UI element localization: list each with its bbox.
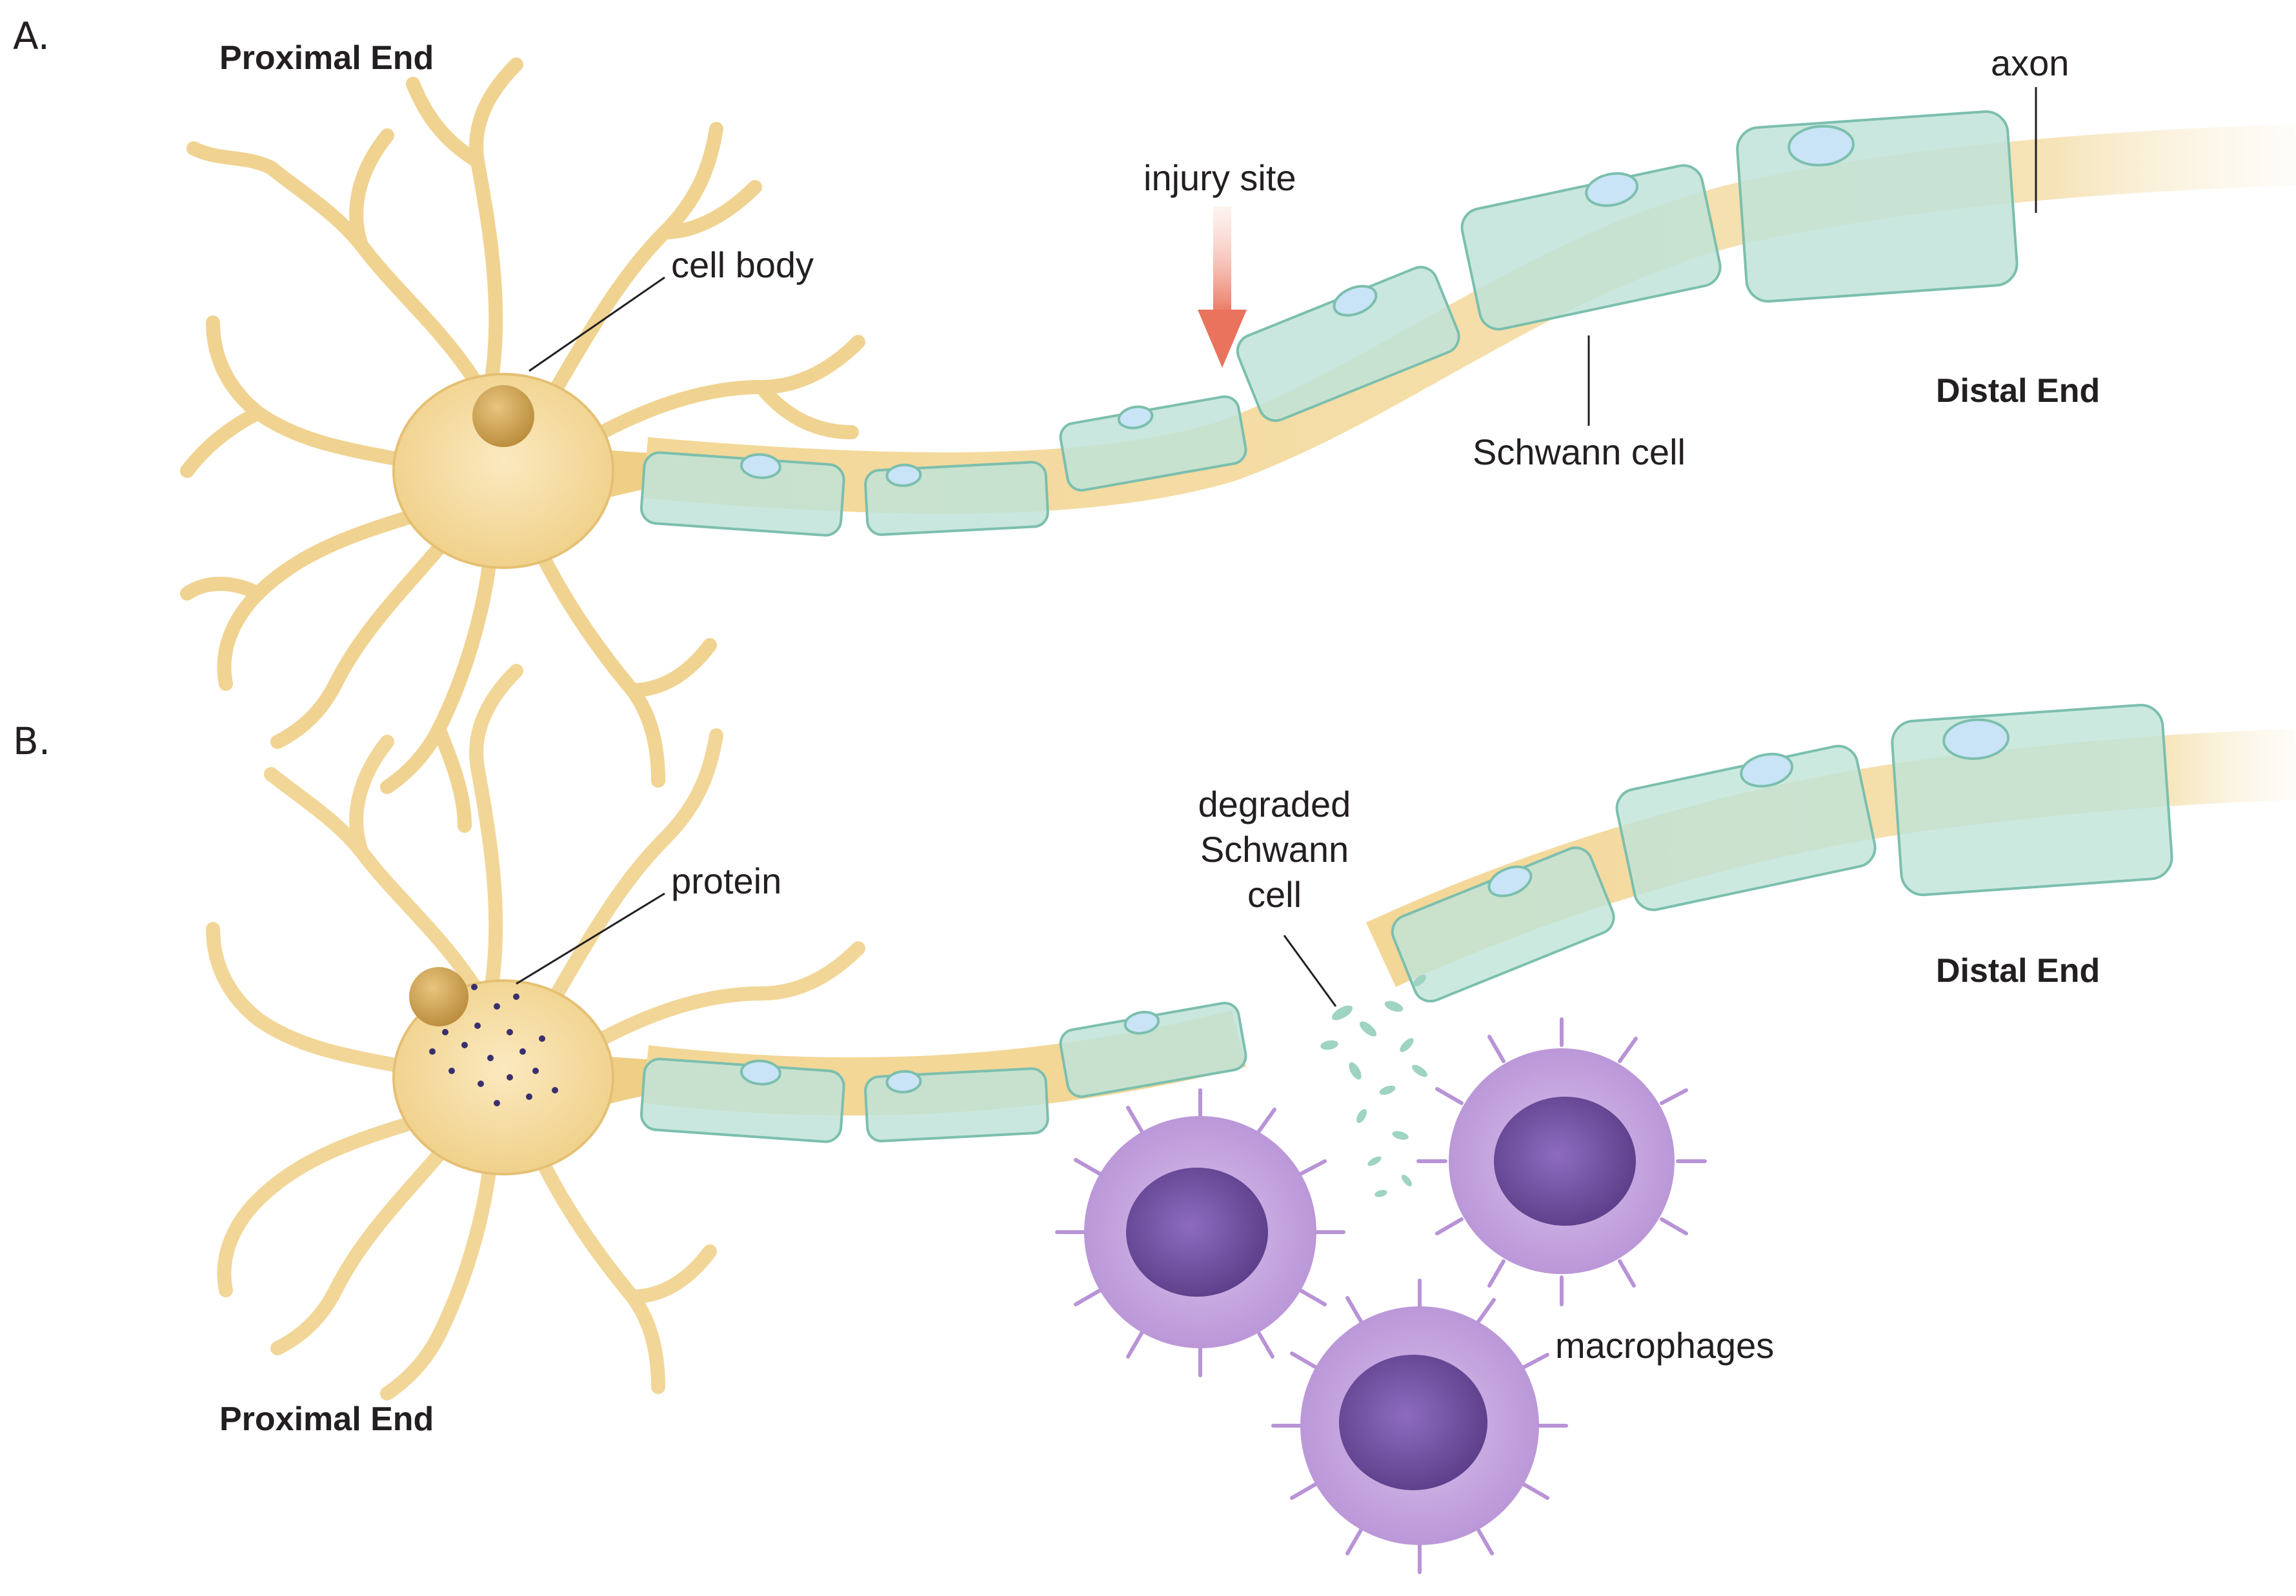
panel-b-schwann-cells [639, 703, 2173, 1143]
macrophages-label: macrophages [1555, 1325, 1775, 1366]
panel-b-neuron [206, 664, 865, 1401]
panel-a-neuron [180, 57, 865, 833]
degraded-schwann-cell-label: degraded Schwann cell [1155, 782, 1394, 917]
panel-a-dendrites [180, 57, 865, 833]
panel-b-distal-end: Distal End [1936, 952, 2100, 990]
injury-arrow [1198, 206, 1247, 368]
degraded-fragments [1320, 975, 1427, 1197]
protein-leader [516, 892, 665, 985]
cell-body-label: cell body [671, 244, 814, 285]
degraded-line-3: cell [1247, 874, 1302, 915]
protein-dots [429, 984, 558, 1106]
panel-b-label: B. [13, 719, 51, 763]
macrophage [1416, 1017, 1707, 1306]
protein-label: protein [671, 861, 782, 901]
macrophages-group [1055, 1017, 1707, 1574]
degraded-leader [1283, 935, 1337, 1007]
panel-a-axon [642, 124, 2296, 514]
macrophage [1271, 1279, 1568, 1574]
cell-body-leader [529, 276, 665, 372]
panel-b-proximal-end: Proximal End [219, 1401, 434, 1438]
macrophage [1055, 1088, 1345, 1377]
degraded-line-2: Schwann [1200, 829, 1349, 870]
panel-a-schwann-cells [639, 110, 2019, 537]
axon-label: axon [1991, 43, 2069, 83]
panel-a-label: A. [13, 14, 50, 58]
panel-b-dendrites [206, 664, 865, 1401]
panel-a-proximal-end: Proximal End [219, 39, 434, 77]
panel-a-distal-end: Distal End [1936, 372, 2100, 410]
degraded-line-1: degraded [1198, 784, 1351, 824]
injury-site-label: injury site [1143, 157, 1296, 198]
schwann-cell-label: Schwann cell [1473, 432, 1686, 472]
